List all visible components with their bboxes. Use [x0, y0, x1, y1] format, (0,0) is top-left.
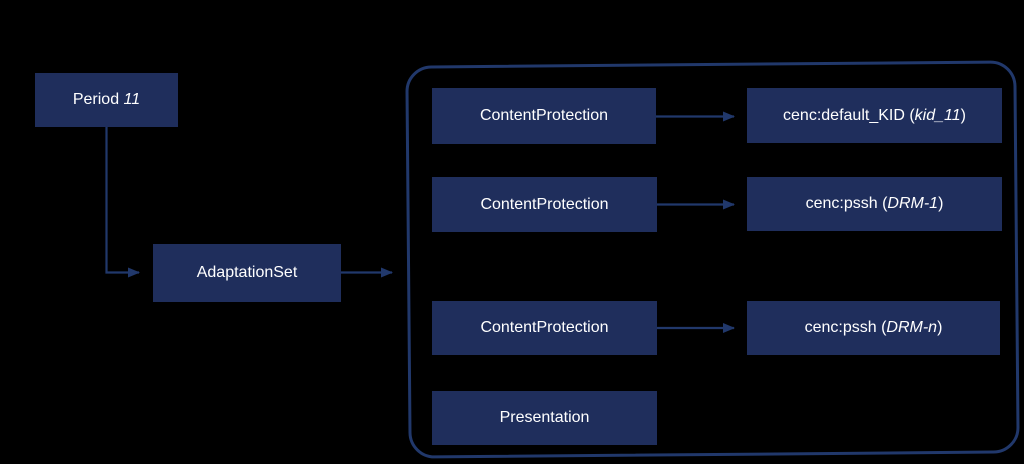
node-adaptation-set: AdaptationSet: [153, 244, 341, 302]
node-presentation: Presentation: [432, 391, 657, 445]
node-content-protection-3: ContentProtection: [432, 301, 657, 355]
node-cenc-pssh-drm-n-value: DRM-n: [886, 319, 938, 336]
node-period-id: 11: [123, 91, 141, 108]
node-cenc-default-kid-label: cenc:default_KID (: [783, 106, 915, 124]
node-content-protection-2-label: ContentProtection: [480, 195, 609, 213]
node-cenc-pssh-drm-1: cenc:pssh (DRM-1): [747, 177, 1002, 231]
node-cenc-pssh-drm-1-value: DRM-1: [887, 195, 939, 212]
node-presentation-label: Presentation: [499, 409, 590, 426]
node-adaptation-set-label: AdaptationSet: [196, 264, 298, 281]
node-content-protection-1: ContentProtection: [432, 88, 656, 144]
node-period-label: Period: [72, 91, 124, 108]
node-content-protection-3-label: ContentProtection: [480, 319, 609, 336]
node-content-protection-2: ContentProtection: [432, 177, 657, 232]
node-cenc-pssh-drm-n-label: cenc:pssh (: [804, 319, 887, 336]
node-period: Period 11: [35, 73, 178, 127]
node-cenc-default-kid: cenc:default_KID (kid_11): [747, 88, 1002, 143]
node-cenc-pssh-drm-n: cenc:pssh (DRM-n): [747, 301, 1000, 355]
node-content-protection-1-label: ContentProtection: [479, 107, 609, 124]
node-cenc-pssh-drm-1-label: cenc:pssh (: [805, 195, 888, 212]
node-cenc-default-kid-value: kid_11: [914, 106, 961, 124]
arrow-period-to-adaptationset: [105, 126, 140, 278]
